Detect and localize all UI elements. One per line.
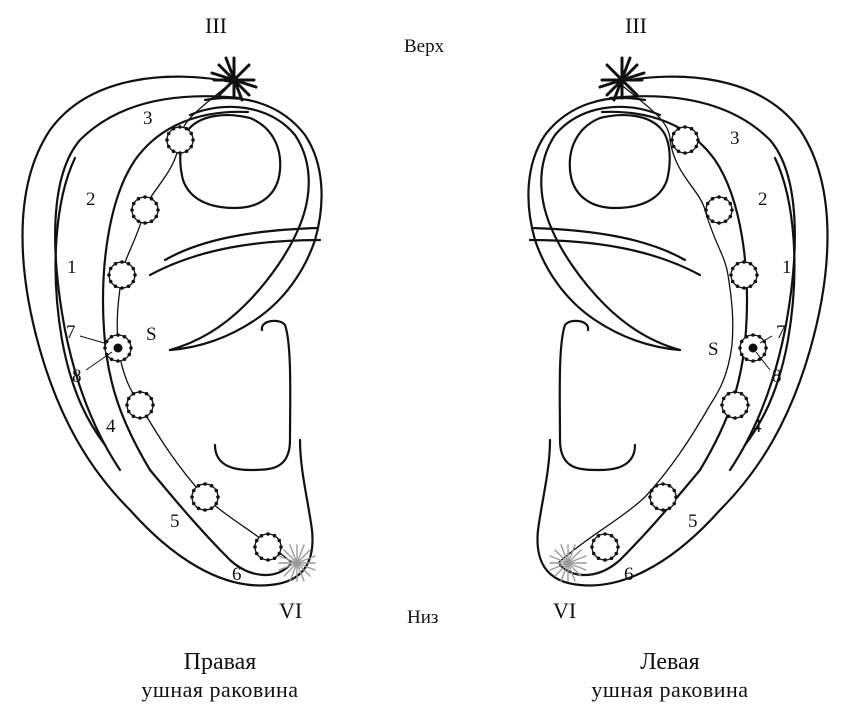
left-ear-caption-line2: ушная раковина xyxy=(591,677,748,702)
left-ear-point-1 xyxy=(729,260,759,290)
right-ear-point-5 xyxy=(190,482,220,512)
right-ear-point-8-dot xyxy=(114,344,123,353)
right-ear-point-s: S xyxy=(146,324,157,345)
left-ear-marker-vi: VI xyxy=(553,598,576,623)
left-ear-num-2: 2 xyxy=(758,189,768,210)
left-ear-point-5 xyxy=(648,482,678,512)
left-ear-point-8-dot xyxy=(749,344,758,353)
left-ear-num-4: 4 xyxy=(752,416,762,437)
right-ear-num-5: 5 xyxy=(170,511,180,532)
right-ear-point-1 xyxy=(107,260,137,290)
left-ear-num-1: 1 xyxy=(782,257,792,278)
left-ear-point-6 xyxy=(590,532,620,562)
left-ear-num-8: 8 xyxy=(772,366,782,387)
left-ear-caption-line1: Левая xyxy=(640,649,699,675)
right-ear-num-6: 6 xyxy=(232,564,242,585)
left-ear-num-3: 3 xyxy=(730,128,740,149)
left-ear-num-5: 5 xyxy=(688,511,698,532)
label-top: Верх xyxy=(404,36,445,57)
right-ear-point-2 xyxy=(130,195,160,225)
right-ear-num-4: 4 xyxy=(106,416,116,437)
right-ear-star-top xyxy=(212,58,256,100)
left-ear-point-s: S xyxy=(708,339,719,360)
right-ear-leader-7 xyxy=(80,336,104,343)
left-ear-num-7: 7 xyxy=(776,322,786,343)
right-ear-star-bottom xyxy=(279,545,315,581)
right-ear-marker-vi: VI xyxy=(279,598,302,623)
right-ear-num-8: 8 xyxy=(72,366,82,387)
left-ear-star-top xyxy=(600,58,644,100)
left-ear-marker-iii: III xyxy=(625,13,647,38)
right-ear-caption-line2: ушная раковина xyxy=(141,677,298,702)
left-ear-figure: III VI 1 2 3 4 5 6 7 8 S xyxy=(528,13,827,623)
right-ear-caption-line1: Правая xyxy=(184,649,257,675)
right-ear-num-2: 2 xyxy=(86,189,96,210)
right-ear-num-3: 3 xyxy=(143,108,153,129)
left-ear-star-bottom xyxy=(550,545,586,581)
label-bottom: Низ xyxy=(407,607,438,628)
right-ear-num-1: 1 xyxy=(67,257,77,278)
left-ear-num-6: 6 xyxy=(624,564,634,585)
left-ear-point-3 xyxy=(670,125,700,155)
right-ear-num-7: 7 xyxy=(66,322,76,343)
right-ear-figure: III VI 1 2 3 4 5 6 7 8 S xyxy=(23,13,322,623)
right-ear-marker-iii: III xyxy=(205,13,227,38)
left-ear-point-4 xyxy=(720,390,750,420)
right-ear-point-4 xyxy=(125,390,155,420)
